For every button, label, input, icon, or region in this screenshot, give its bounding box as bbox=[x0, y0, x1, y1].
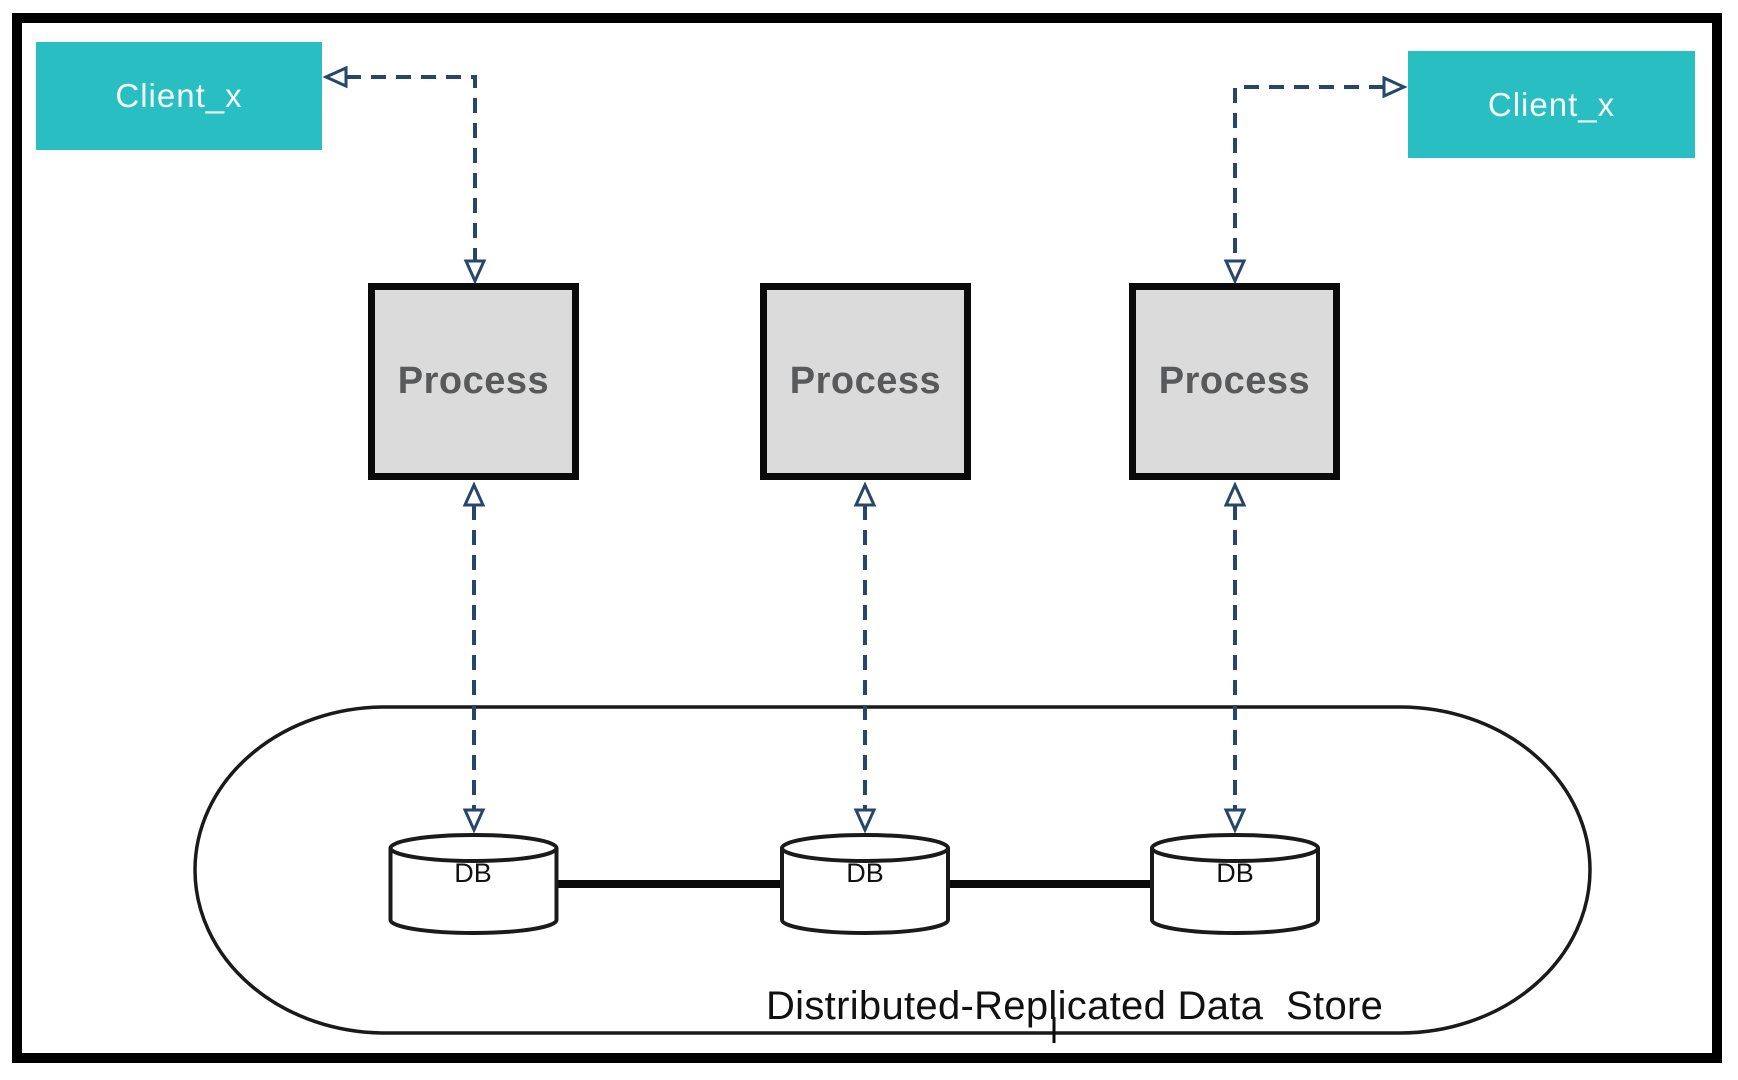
arrowhead-down-icon bbox=[853, 808, 877, 834]
arrowhead-down-icon bbox=[1223, 259, 1247, 285]
db-cylinder-icon bbox=[1150, 833, 1320, 935]
process-node-1: Process bbox=[368, 283, 579, 480]
arrowhead-down-icon bbox=[462, 808, 486, 834]
client-label: Client_x bbox=[1487, 85, 1616, 123]
datastore-boundary-shape bbox=[193, 705, 1592, 1035]
datastore-caption: Distributed-Replicated Data Store bbox=[766, 984, 1384, 1028]
client-right-process-link bbox=[1233, 85, 1384, 262]
db-cylinder-icon bbox=[780, 833, 950, 935]
db-cylinder-icon bbox=[388, 833, 559, 935]
process-label: Process bbox=[789, 360, 942, 402]
process-node-3: Process bbox=[1129, 283, 1340, 480]
db-node-label: DB bbox=[454, 858, 492, 888]
client-node-left: Client_x bbox=[36, 42, 322, 150]
arrowhead-down-icon bbox=[1223, 808, 1247, 834]
client-label: Client_x bbox=[115, 77, 243, 114]
arrowhead-down-icon bbox=[463, 259, 487, 285]
arrowhead-up-icon bbox=[1223, 481, 1247, 507]
outer-border-frame bbox=[12, 13, 1722, 1063]
process-node-2: Process bbox=[760, 283, 971, 480]
process-label: Process bbox=[397, 360, 550, 402]
client-node-right: Client_x bbox=[1408, 51, 1695, 158]
arrowhead-right-icon bbox=[1382, 75, 1408, 99]
process-label: Process bbox=[1158, 360, 1311, 402]
client-left-process-link bbox=[346, 75, 477, 262]
arrowhead-up-icon bbox=[462, 481, 486, 507]
arrowhead-left-icon bbox=[322, 65, 348, 89]
arrowhead-up-icon bbox=[853, 481, 877, 507]
db-node-label: DB bbox=[846, 858, 884, 888]
db-node-label: DB bbox=[1216, 858, 1254, 888]
